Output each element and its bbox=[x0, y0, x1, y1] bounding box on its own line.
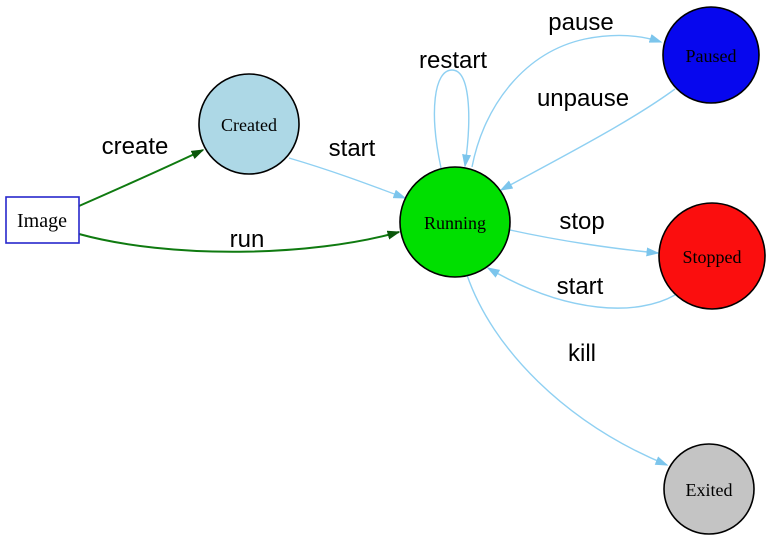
node-image bbox=[5, 196, 80, 244]
node-running bbox=[399, 166, 511, 278]
edge-kill bbox=[466, 274, 669, 466]
edge-pause bbox=[471, 34, 663, 168]
node-paused-label: Paused bbox=[686, 46, 737, 66]
edge-kill-label: kill bbox=[568, 340, 596, 367]
edge-labels-layer: create run start restart pause unpause s… bbox=[102, 9, 629, 367]
edge-start-created-running bbox=[288, 157, 407, 199]
edge-create bbox=[78, 149, 205, 207]
edge-start-stopped-label: start bbox=[557, 273, 604, 300]
node-exited-label: Exited bbox=[686, 480, 733, 500]
node-stopped-label: Stopped bbox=[682, 247, 741, 267]
node-exited bbox=[663, 443, 755, 535]
edge-unpause-label: unpause bbox=[537, 85, 629, 112]
node-stopped bbox=[658, 202, 766, 310]
node-created bbox=[198, 73, 300, 175]
edge-stop bbox=[509, 229, 660, 257]
node-labels-layer: Image Created Running Paused Stopped Exi… bbox=[17, 46, 742, 500]
node-running-label: Running bbox=[424, 213, 486, 233]
edge-run-label: run bbox=[230, 226, 265, 253]
edge-pause-label: pause bbox=[548, 9, 613, 36]
edge-unpause bbox=[499, 88, 676, 191]
node-created-label: Created bbox=[221, 115, 277, 135]
edge-restart-self-loop bbox=[433, 69, 472, 169]
edges-layer bbox=[78, 34, 676, 466]
nodes-layer bbox=[5, 6, 766, 535]
node-image-label: Image bbox=[17, 210, 67, 232]
node-paused bbox=[662, 6, 760, 104]
edge-stop-label: stop bbox=[559, 208, 604, 235]
edge-start-stopped-running bbox=[486, 267, 676, 309]
edge-start-created-label: start bbox=[329, 135, 376, 162]
edge-run bbox=[78, 230, 401, 253]
edge-create-label: create bbox=[102, 133, 169, 160]
edge-restart-label: restart bbox=[419, 47, 487, 74]
